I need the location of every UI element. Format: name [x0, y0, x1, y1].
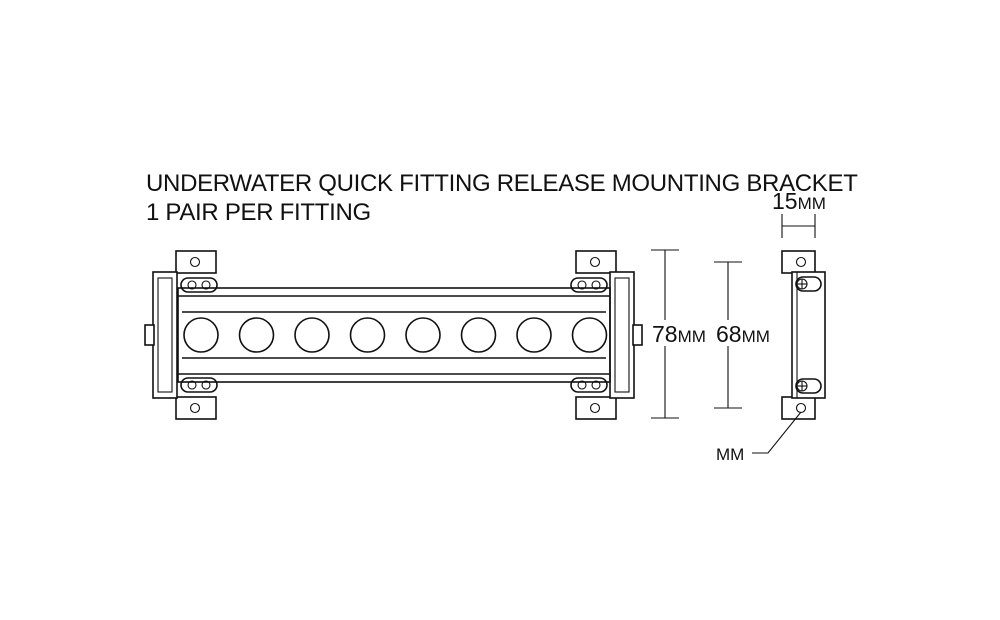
left-top-tab	[175, 250, 217, 274]
side-top-tab	[781, 250, 816, 274]
dimension-78mm: 78MM	[651, 249, 706, 419]
lens-6	[460, 317, 497, 353]
right-connector	[632, 324, 643, 346]
hole-callout-label: MM	[716, 445, 744, 464]
lens-row	[183, 317, 608, 353]
left-bottom-tab	[175, 396, 217, 420]
title-line-1: UNDERWATER QUICK FITTING RELEASE MOUNTIN…	[146, 170, 858, 197]
left-top-clip	[180, 277, 218, 293]
lens-8	[571, 317, 608, 353]
left-end-cap	[152, 271, 178, 399]
dimension-68mm: 68MM	[714, 261, 770, 409]
hole-leader-line	[752, 411, 802, 454]
lens-5	[405, 317, 441, 353]
left-bottom-clip	[180, 377, 218, 393]
dimension-78-label: 78MM	[652, 321, 706, 347]
lens-7	[516, 317, 552, 353]
left-connector	[144, 324, 155, 346]
right-top-clip	[570, 277, 608, 293]
lens-4	[349, 317, 386, 353]
dimension-68-label: 68MM	[716, 321, 770, 347]
title-line-2: 1 PAIR PER FITTING	[146, 199, 371, 226]
lens-1	[183, 317, 219, 353]
front-view-fixture	[144, 250, 643, 420]
right-bottom-tab	[575, 396, 617, 420]
dimension-15-label: 15MM	[772, 188, 826, 214]
lens-2	[238, 317, 275, 353]
right-bottom-clip	[570, 377, 608, 393]
lens-3	[294, 317, 330, 353]
right-top-tab	[575, 250, 617, 274]
right-end-cap	[609, 271, 635, 399]
side-view-bracket: 15MM MM	[716, 188, 826, 464]
fixture-housing	[177, 287, 611, 383]
